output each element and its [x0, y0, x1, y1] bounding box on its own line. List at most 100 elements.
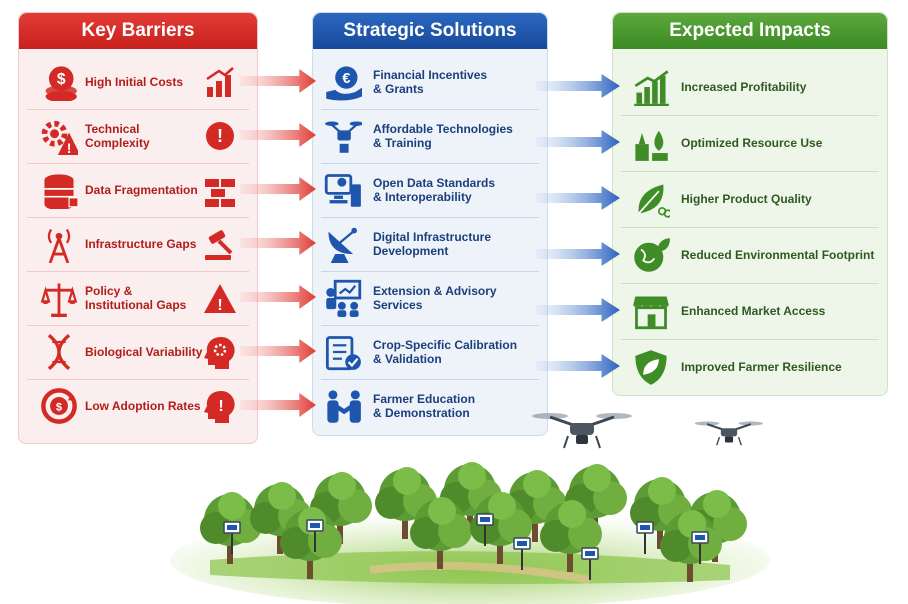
field-sensor	[581, 547, 599, 580]
barrier-to-solution-arrow	[240, 69, 316, 93]
barrier-to-solution-arrow	[240, 177, 316, 201]
barriers-column: Key Barriers $High Initial Costs!Technic…	[18, 12, 258, 444]
solution-label-line2: & Demonstration	[373, 406, 470, 420]
impact-item: Improved Farmer Resilience	[613, 339, 887, 395]
row-divider	[321, 109, 539, 110]
solution-label-line2: Services	[373, 298, 423, 312]
barrier-label: Policy & Institutional Gaps	[85, 284, 187, 312]
barrier-label: Infrastructure Gaps	[85, 237, 197, 251]
gavel-icon	[203, 227, 237, 261]
solution-item: Open Data Standards& Interoperability	[313, 163, 547, 217]
signal-tower-icon	[39, 224, 79, 264]
solution-to-impact-arrow	[536, 186, 620, 210]
field-sensor	[306, 519, 324, 552]
tree	[410, 497, 472, 569]
row-divider	[621, 283, 879, 284]
field-sensor	[513, 537, 531, 570]
solution-to-impact-arrow	[536, 354, 620, 378]
solution-label: Farmer Education& Demonstration	[363, 392, 475, 420]
barrier-item: Infrastructure Gaps	[19, 217, 257, 271]
solution-label-line1: Open Data Standards	[373, 176, 496, 190]
drone-icon	[323, 116, 363, 156]
svg-text:!: !	[67, 141, 71, 155]
water-drop-icon	[631, 123, 671, 163]
barrier-to-solution-arrow	[240, 231, 316, 255]
scales-icon	[39, 278, 79, 318]
barrier-to-solution-arrow	[240, 393, 316, 417]
solution-to-impact-arrow	[536, 130, 620, 154]
impact-item: Increased Profitability	[613, 59, 887, 115]
solution-item: Affordable Technologies& Training	[313, 109, 547, 163]
svg-text:!: !	[218, 398, 223, 415]
impact-item: Enhanced Market Access	[613, 283, 887, 339]
solution-label: Open Data Standards& Interoperability	[363, 176, 495, 204]
row-divider	[621, 171, 879, 172]
globe-leaf-icon	[631, 235, 671, 275]
row-divider	[27, 379, 249, 380]
tree	[200, 492, 262, 564]
row-divider	[621, 339, 879, 340]
solution-label-line2: Development	[373, 244, 449, 258]
svg-text:!: !	[217, 126, 223, 146]
row-divider	[321, 379, 539, 380]
impact-item: Optimized Resource Use	[613, 115, 887, 171]
field-sensor	[223, 521, 241, 554]
solution-item: € Financial Incentives& Grants	[313, 55, 547, 109]
row-divider	[321, 271, 539, 272]
row-divider	[621, 115, 879, 116]
barrier-item: ! Technical Complexity!	[19, 109, 257, 163]
barrier-label: Technical Complexity	[85, 122, 150, 150]
growth-chart-icon	[631, 67, 671, 107]
tree	[310, 472, 372, 544]
row-divider	[27, 271, 249, 272]
dollar-coins-icon: $	[39, 62, 79, 102]
impact-item: Reduced Environmental Footprint	[613, 227, 887, 283]
solution-label-line1: Digital Infrastructure	[373, 230, 492, 244]
solution-label-line2: & Training	[373, 136, 432, 150]
barrier-to-solution-arrow	[240, 123, 316, 147]
solution-label: Crop-Specific Calibration& Validation	[363, 338, 517, 366]
impact-label: Enhanced Market Access	[681, 304, 826, 318]
row-divider	[321, 325, 539, 326]
warning-icon: !	[203, 281, 237, 315]
exclamation-icon: !	[203, 119, 237, 153]
storefront-icon	[631, 291, 671, 331]
impact-item: Higher Product Quality	[613, 171, 887, 227]
svg-text:$: $	[56, 401, 63, 413]
solution-label-line2: & Interoperability	[373, 190, 472, 204]
solution-label-line1: Crop-Specific Calibration	[373, 338, 518, 352]
database-icon	[39, 170, 79, 210]
tree	[630, 477, 692, 549]
solution-label-line2: & Validation	[373, 352, 442, 366]
impact-label: Reduced Environmental Footprint	[681, 248, 875, 262]
drone-icon	[532, 413, 632, 449]
barrier-label: Biological Variability	[85, 345, 203, 359]
barrier-item: $High Initial Costs	[19, 55, 257, 109]
presentation-icon	[323, 278, 363, 318]
solution-item: Farmer Education& Demonstration	[313, 379, 547, 433]
euro-hand-icon: €	[323, 62, 363, 102]
row-divider	[321, 217, 539, 218]
tree	[540, 500, 602, 572]
impacts-column: Expected Impacts Increased Profitability…	[612, 12, 888, 396]
svg-text:€: €	[342, 71, 350, 87]
solution-label: Financial Incentives& Grants	[363, 68, 487, 96]
tree	[660, 510, 722, 582]
svg-text:$: $	[57, 71, 66, 88]
solution-label: Affordable Technologies& Training	[363, 122, 513, 150]
field-sensor	[691, 531, 709, 564]
solution-to-impact-arrow	[536, 298, 620, 322]
field-sensor	[476, 513, 494, 546]
solution-label-line1: Affordable Technologies	[373, 122, 513, 136]
solutions-column: Strategic Solutions €Financial Incentive…	[312, 12, 548, 436]
bricks-icon	[203, 173, 237, 207]
impacts-header: Expected Impacts	[613, 13, 887, 49]
svg-text:!: !	[217, 297, 222, 314]
row-divider	[27, 325, 249, 326]
row-divider	[27, 109, 249, 110]
checklist-icon	[323, 332, 363, 372]
drone-icon	[694, 421, 764, 446]
